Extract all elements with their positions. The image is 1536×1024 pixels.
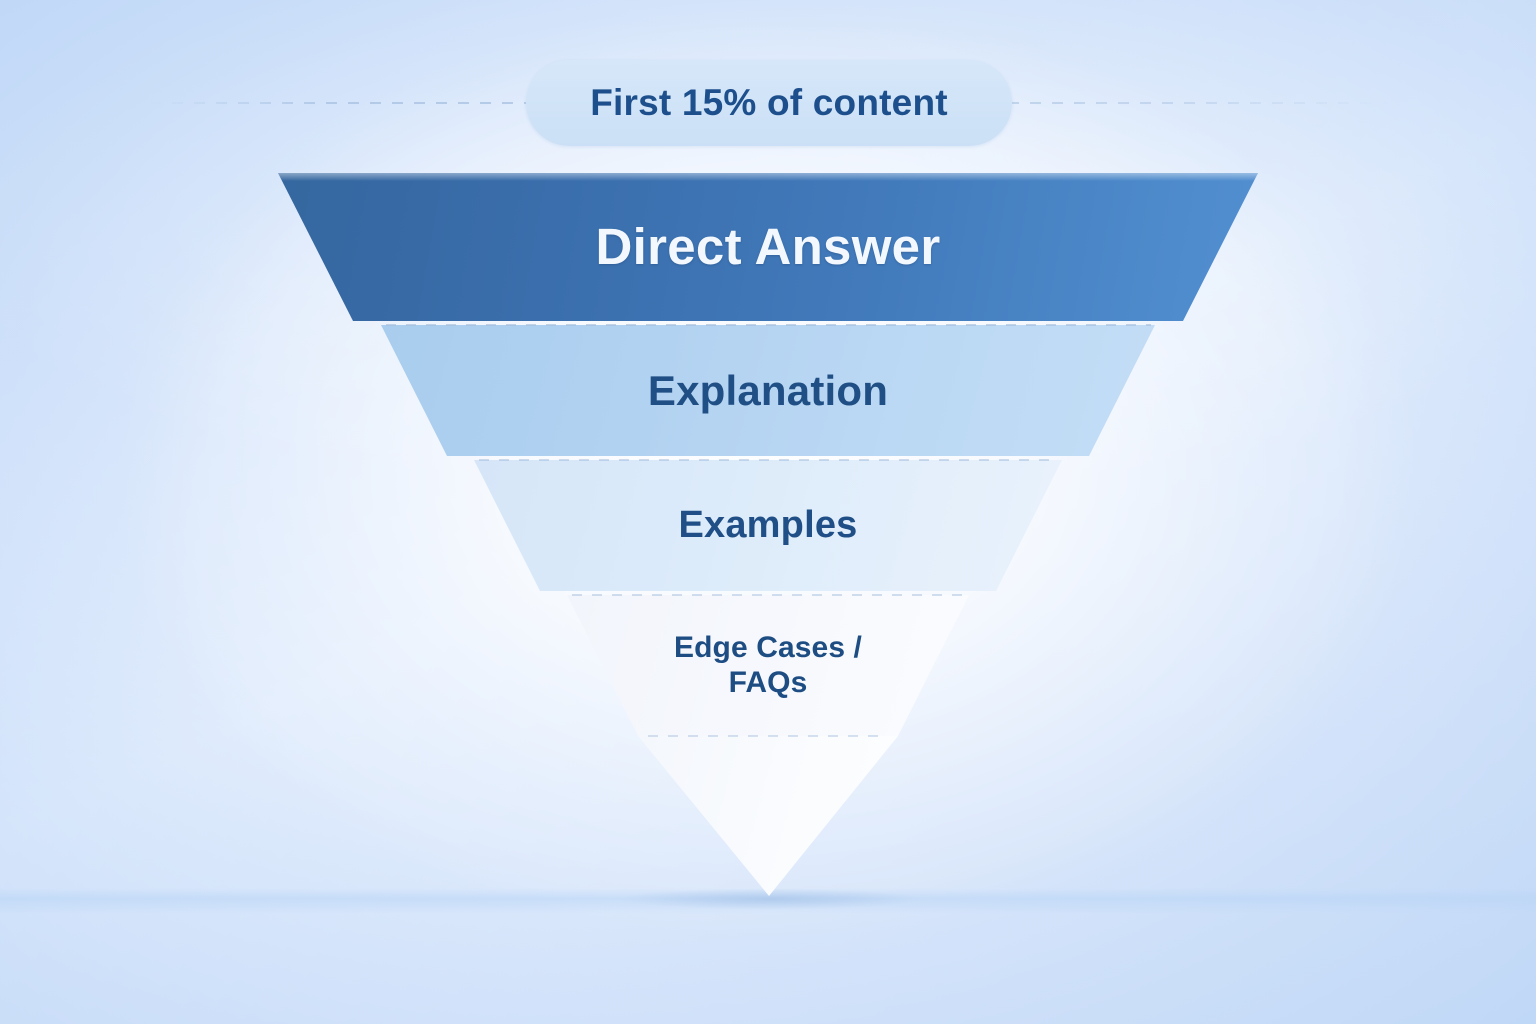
funnel-segment-direct-answer[interactable]: Direct Answer — [278, 173, 1258, 321]
segment-top-highlight — [278, 173, 1258, 181]
first-15-percent-badge: First 15% of content — [526, 60, 1012, 146]
funnel-separator-4 — [648, 735, 888, 737]
badge-label: First 15% of content — [590, 82, 948, 123]
funnel-segment-explanation[interactable]: Explanation — [381, 325, 1155, 456]
funnel-segment-label: Direct Answer — [595, 217, 941, 275]
funnel-segment-edge-cases-faqs[interactable]: Edge Cases / FAQs — [567, 595, 969, 736]
funnel-separator-2 — [479, 459, 1057, 461]
funnel-segment-label: Explanation — [647, 366, 889, 414]
funnel-separator-1 — [386, 324, 1151, 326]
funnel-segment-label: Examples — [678, 503, 858, 546]
funnel-segment-tip[interactable] — [638, 736, 898, 896]
funnel-separator-3 — [572, 594, 964, 596]
funnel-segment-label: Edge Cases / FAQs — [674, 631, 862, 699]
funnel-segment-examples[interactable]: Examples — [474, 460, 1062, 591]
